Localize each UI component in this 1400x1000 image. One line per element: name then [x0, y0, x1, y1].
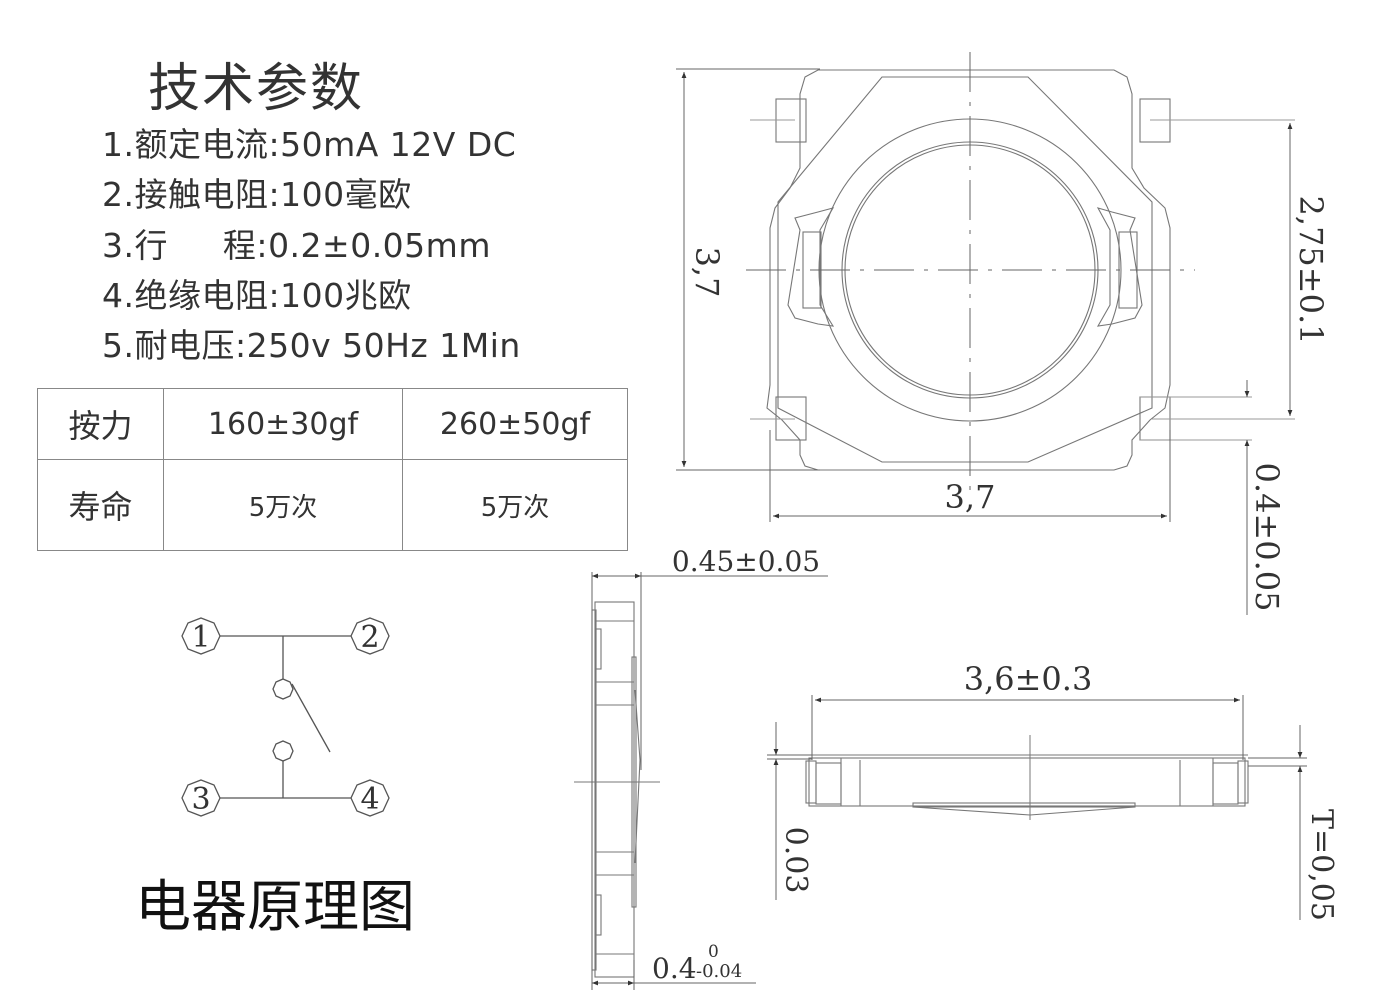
schematic-diagram: [181, 617, 390, 817]
spec-item-rated-current: 1.额定电流:50mA 12V DC: [102, 125, 517, 164]
cell-force-2: 260±50gf: [402, 388, 628, 460]
pin-4: [350, 779, 390, 817]
dim-side-base-label: 0.4: [652, 952, 697, 985]
dim-front-width: [811, 695, 1244, 760]
spec-item-contact-resistance: 2.接触电阻:100毫欧: [102, 175, 412, 214]
dim-side-base-upper: 0: [708, 942, 719, 962]
pin-2: [350, 617, 390, 655]
top-view-centerlines: [746, 52, 1195, 490]
dim-front-gap-label: 0.03: [778, 827, 813, 894]
cell-life-1: 5万次: [163, 459, 403, 551]
schematic-title: 电器原理图: [135, 875, 415, 940]
dim-front-width-label: 3,6±0.3: [964, 660, 1093, 698]
table-row-life: 寿命 5万次 5万次: [37, 459, 628, 551]
dim-width-top-view: [769, 430, 1171, 522]
dim-side-base: [592, 960, 756, 990]
row-header-life: 寿命: [37, 459, 164, 551]
pin-3-label: 3: [191, 782, 210, 817]
dim-height-top-view: [676, 68, 820, 471]
spec-item-withstand-voltage: 5.耐电压:250v 50Hz 1Min: [102, 326, 521, 365]
row-header-force: 按力: [37, 388, 164, 460]
dim-front-T-label: T=0,05: [1304, 809, 1339, 921]
pin-1-label: 1: [191, 620, 210, 655]
specs-title: 技术参数: [148, 59, 365, 119]
pin-3: [181, 779, 221, 817]
dim-width-label: 3,7: [945, 478, 996, 516]
contact-node-upper: [272, 678, 294, 700]
front-view-drawing: [805, 754, 1249, 816]
side-view-drawing: [591, 601, 641, 978]
dim-side-top: [591, 572, 828, 990]
pin-2-label: 2: [360, 620, 379, 655]
spec-item-travel: 3.行 程:0.2±0.05mm: [102, 226, 491, 265]
dim-side-base-lower: -0.04: [696, 961, 742, 982]
contact-node-lower: [272, 740, 294, 762]
dim-pin-pitch-label: 2,75±0.1: [1292, 196, 1330, 345]
dim-front-T: [1248, 725, 1307, 920]
pin-1: [181, 617, 221, 655]
spec-item-insulation-resistance: 4.绝缘电阻:100兆欧: [102, 276, 412, 315]
dim-pin-width-label: 0.4±0.05: [1248, 463, 1286, 612]
cell-life-2: 5万次: [402, 459, 628, 551]
params-table: 按力 160±30gf 260±50gf 寿命 5万次 5万次: [37, 388, 628, 551]
dim-side-top-label: 0.45±0.05: [672, 545, 820, 578]
dim-front-gap: [767, 722, 812, 900]
pin-4-label: 4: [360, 782, 379, 817]
cell-force-1: 160±30gf: [163, 388, 403, 460]
table-row-force: 按力 160±30gf 260±50gf: [37, 388, 628, 460]
dim-height-label: 3,7: [688, 247, 726, 298]
